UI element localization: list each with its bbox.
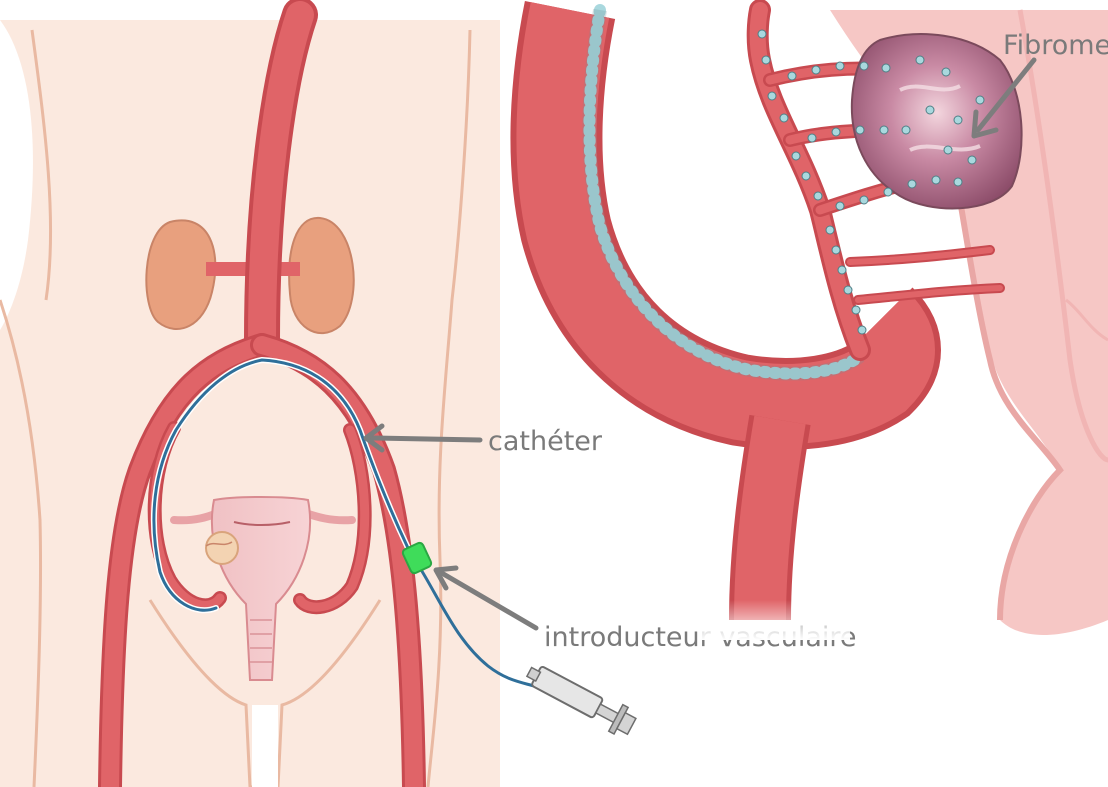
zoom-panel: Fibrome bbox=[556, 10, 1108, 640]
catheter-label: cathéter bbox=[488, 426, 603, 457]
fibroid-label: Fibrome bbox=[1003, 30, 1108, 61]
pointer-arrow-icon bbox=[372, 438, 480, 440]
